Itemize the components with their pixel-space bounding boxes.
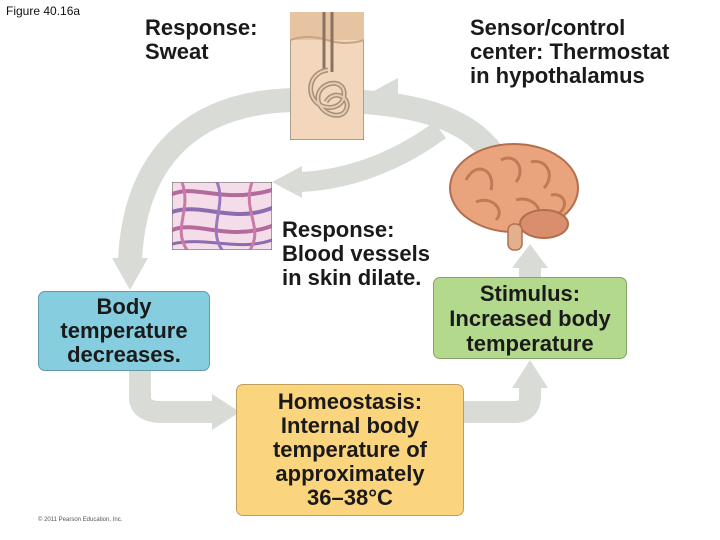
arrowhead-sweat bbox=[366, 78, 398, 112]
brain-icon bbox=[449, 143, 579, 251]
arrow-body-to-homeostasis bbox=[129, 368, 215, 423]
arrowhead-homeostasis bbox=[212, 394, 240, 430]
response-vessels-line: Blood vessels bbox=[282, 241, 430, 266]
stimulus-box-line: Increased body bbox=[449, 305, 611, 331]
response-vessels-line: Response: bbox=[282, 217, 395, 242]
body-box-line: temperature bbox=[60, 318, 188, 343]
arrowhead-body bbox=[112, 258, 148, 290]
response-sweat-line: Sweat bbox=[145, 39, 209, 64]
response-vessels-title: Response: Blood vessels in skin dilate. bbox=[282, 218, 430, 290]
arrowhead-vessels bbox=[272, 166, 302, 198]
homeostasis-box-line: Homeostasis: bbox=[277, 389, 423, 414]
sensor-line: center: Thermostat bbox=[470, 39, 670, 64]
sweat-gland-icon bbox=[290, 12, 364, 140]
arrow-brain-to-vessels bbox=[299, 121, 446, 192]
homeostasis-box-line: approximately bbox=[275, 461, 425, 486]
blood-vessels-icon bbox=[172, 182, 272, 250]
copyright-notice: © 2011 Pearson Education, Inc. bbox=[38, 517, 123, 523]
homeostasis-box-line: 36–38°C bbox=[307, 485, 393, 510]
sensor-title: Sensor/control center: Thermostat in hyp… bbox=[470, 16, 669, 88]
homeostasis-box: Homeostasis: Internal body temperature o… bbox=[236, 384, 464, 516]
body-box-line: Body bbox=[96, 294, 152, 319]
response-sweat-title: Response: Sweat bbox=[145, 16, 257, 64]
body-box-line: decreases. bbox=[67, 342, 181, 367]
homeostasis-box-line: temperature of bbox=[272, 437, 428, 462]
homeostasis-box-line: Internal body bbox=[280, 413, 420, 438]
stimulus-box-line: Stimulus: bbox=[479, 280, 581, 306]
stimulus-box: Stimulus: Increased body temperature bbox=[433, 277, 627, 359]
sensor-line: in hypothalamus bbox=[470, 63, 645, 88]
response-vessels-line: in skin dilate. bbox=[282, 265, 422, 290]
arrowhead-brain bbox=[512, 244, 548, 268]
arrow-homeostasis-to-stimulus bbox=[462, 385, 541, 423]
figure-label: Figure 40.16a bbox=[6, 4, 81, 18]
stimulus-box-line: temperature bbox=[466, 330, 594, 356]
body-temperature-box: Body temperature decreases. bbox=[38, 291, 210, 371]
response-sweat-line: Response: bbox=[145, 15, 258, 40]
arrowhead-stimulus bbox=[512, 360, 548, 388]
sensor-line: Sensor/control bbox=[470, 15, 626, 40]
